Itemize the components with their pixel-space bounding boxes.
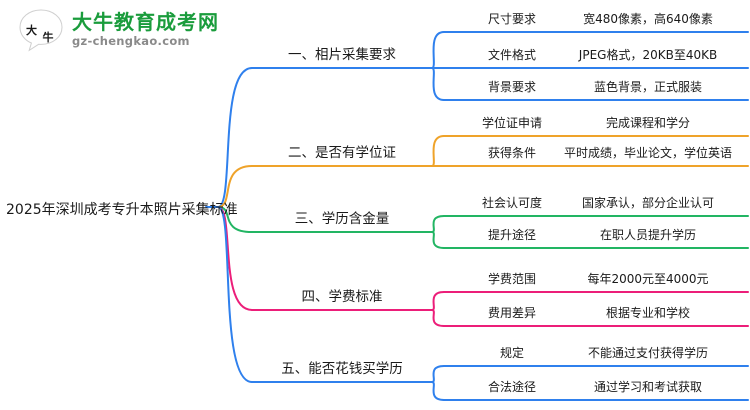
leaf-value-1-3[interactable]: 蓝色背景，正式服装 xyxy=(593,80,703,94)
leaf-value-5-1[interactable]: 不能通过支付获得学历 xyxy=(587,346,709,360)
leaf-key-5-2[interactable]: 合法途径 xyxy=(487,380,537,394)
connector-line xyxy=(431,67,445,101)
connector-line xyxy=(217,206,253,311)
leaf-key-3-1[interactable]: 社会认可度 xyxy=(481,196,543,210)
leaf-key-3-2[interactable]: 提升途径 xyxy=(487,228,537,242)
root-node[interactable]: 2025年深圳成考专升本照片采集标准 xyxy=(6,202,238,218)
connector-line xyxy=(431,381,445,401)
connector-line xyxy=(431,215,445,233)
leaf-value-1-2[interactable]: JPEG格式，20KB至40KB xyxy=(578,48,718,62)
branch-node-3[interactable]: 三、学历含金量 xyxy=(294,211,390,227)
leaf-key-5-1[interactable]: 规定 xyxy=(499,346,525,360)
branch-node-2[interactable]: 二、是否有学位证 xyxy=(288,145,396,161)
connector-line xyxy=(217,165,253,208)
connector-line xyxy=(431,309,445,327)
connector-line xyxy=(217,206,253,383)
svg-text:大: 大 xyxy=(26,23,37,37)
connector-line xyxy=(217,206,253,233)
connector-line xyxy=(431,231,445,249)
leaf-value-2-2[interactable]: 平时成绩，毕业论文，学位英语 xyxy=(563,146,733,160)
leaf-value-5-2[interactable]: 通过学习和考试获取 xyxy=(593,380,703,394)
branch-node-4[interactable]: 四、学费标准 xyxy=(301,289,383,305)
site-logo[interactable]: 大 牛 大牛教育成考网 gz-chengkao.com xyxy=(18,8,219,52)
connector-line xyxy=(431,135,445,167)
leaf-key-1-2[interactable]: 文件格式 xyxy=(487,48,537,62)
connector-line xyxy=(217,67,253,208)
leaf-value-4-2[interactable]: 根据专业和学校 xyxy=(605,306,691,320)
connector-line xyxy=(431,291,445,311)
leaf-value-4-1[interactable]: 每年2000元至4000元 xyxy=(587,272,709,286)
leaf-key-2-1[interactable]: 学位证申请 xyxy=(481,116,543,130)
connector-line xyxy=(431,31,445,69)
logo-mark-icon: 大 牛 xyxy=(18,8,64,52)
leaf-key-1-3[interactable]: 背景要求 xyxy=(487,80,537,94)
leaf-value-2-1[interactable]: 完成课程和学分 xyxy=(605,116,691,130)
branch-node-5[interactable]: 五、能否花钱买学历 xyxy=(281,361,403,377)
leaf-value-3-2[interactable]: 在职人员提升学历 xyxy=(599,228,697,242)
logo-text: 大牛教育成考网 gz-chengkao.com xyxy=(72,12,219,48)
leaf-key-4-1[interactable]: 学费范围 xyxy=(487,272,537,286)
svg-text:牛: 牛 xyxy=(43,30,54,44)
leaf-key-4-2[interactable]: 费用差异 xyxy=(487,306,537,320)
leaf-value-3-1[interactable]: 国家承认，部分企业认可 xyxy=(581,196,715,210)
branch-node-1[interactable]: 一、相片采集要求 xyxy=(288,47,396,63)
leaf-key-1-1[interactable]: 尺寸要求 xyxy=(487,12,537,26)
logo-title: 大牛教育成考网 xyxy=(72,10,219,35)
logo-domain: gz-chengkao.com xyxy=(72,34,190,49)
connector-line xyxy=(431,365,445,383)
leaf-key-2-2[interactable]: 获得条件 xyxy=(487,146,537,160)
leaf-value-1-1[interactable]: 宽480像素，高640像素 xyxy=(583,12,713,26)
